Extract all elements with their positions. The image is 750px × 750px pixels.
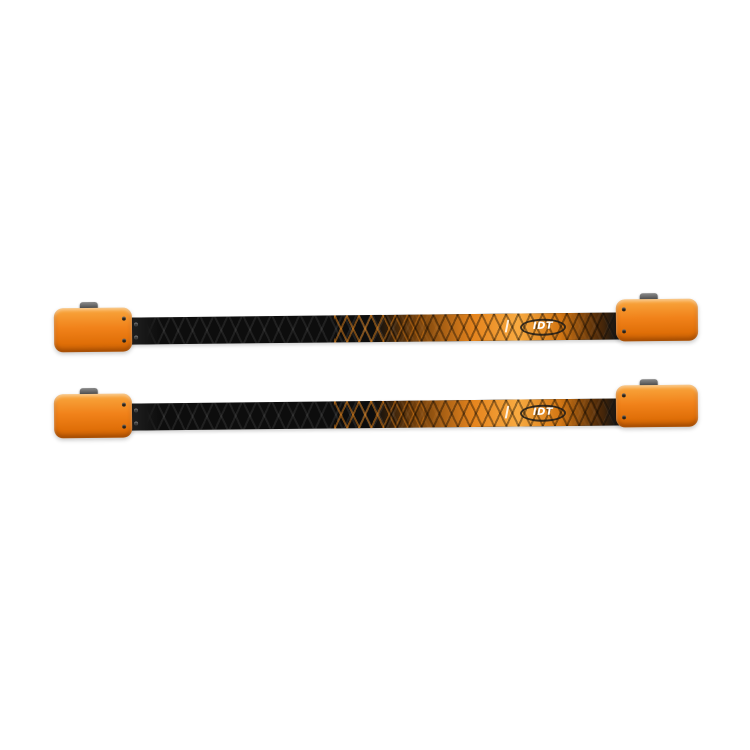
screw-icon — [133, 408, 138, 413]
screw-icon — [621, 307, 626, 312]
screw-icon — [122, 424, 127, 429]
screw-icon — [121, 316, 126, 321]
brand-logo-text: IDT — [532, 406, 554, 418]
dark-chevron-pattern — [383, 398, 623, 428]
screw-icon — [622, 329, 627, 334]
right-bumper — [615, 384, 699, 428]
screw-icon — [134, 421, 139, 426]
screw-icon — [622, 415, 627, 420]
rollerski-bottom: IDT — [53, 379, 699, 443]
rollerski-top: IDT — [53, 293, 699, 357]
left-bumper — [53, 393, 133, 439]
ski-shaft: IDT — [125, 398, 623, 431]
screw-icon — [133, 322, 138, 327]
dark-chevron-pattern — [383, 312, 623, 342]
screw-icon — [122, 338, 127, 343]
screw-icon — [121, 402, 126, 407]
left-bumper — [53, 307, 133, 353]
screw-icon — [621, 393, 626, 398]
right-bumper — [615, 298, 699, 342]
screw-icon — [134, 335, 139, 340]
brand-logo-text: IDT — [532, 320, 554, 332]
ski-shaft: IDT — [125, 312, 623, 345]
